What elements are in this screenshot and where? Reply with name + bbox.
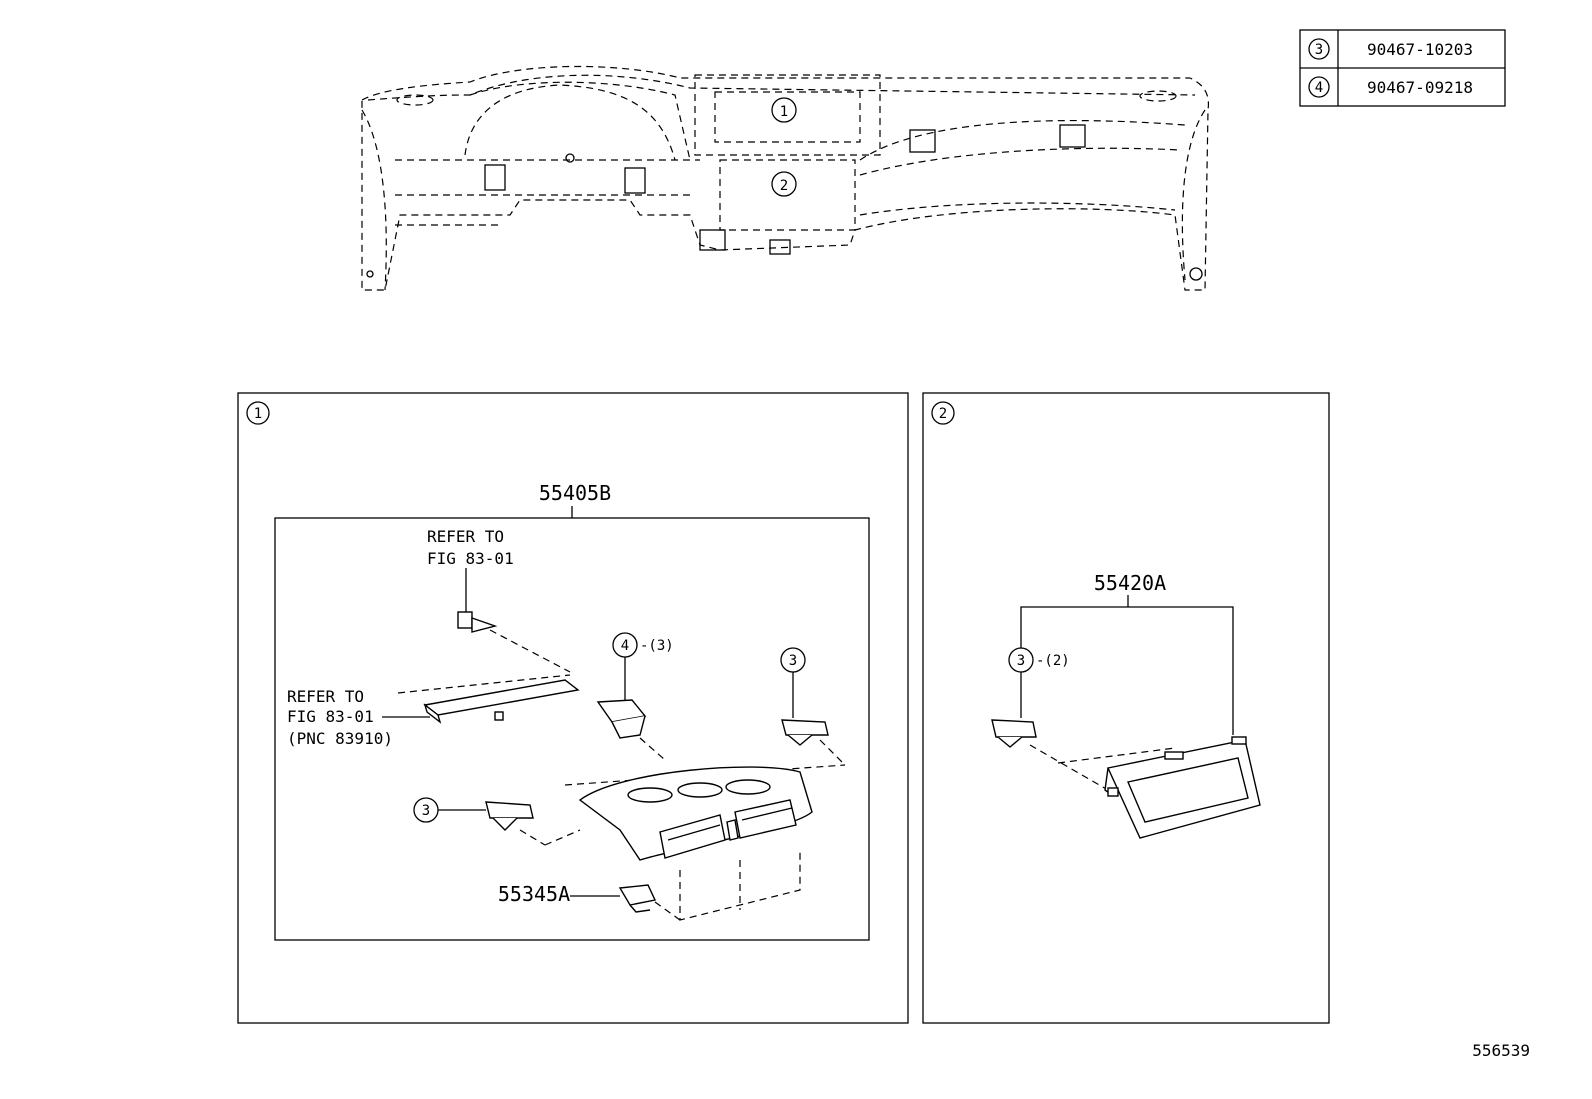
clip4-ref: 4 — [621, 638, 629, 654]
refer-top-line2: FIG 83-01 — [427, 549, 514, 568]
overview-callout-1-circle — [771, 97, 797, 123]
screw-drawing — [457, 611, 498, 633]
panel2-clip3-ref: 3 — [1017, 653, 1025, 669]
overview-callout-2-circle — [771, 171, 797, 197]
legend-ref-3: 3 — [1315, 42, 1323, 58]
garnish-strip-drawing — [423, 679, 580, 724]
detail-panel-2: 2 55420A 3 -(2) — [922, 392, 1330, 1024]
legend-table: 3 90467-10203 4 90467-09218 — [1299, 29, 1506, 107]
panel2-clip3-qty: -(2) — [1036, 653, 1070, 669]
legend-part-4: 90467-09218 — [1367, 78, 1473, 97]
legend-ref-4-circle — [1308, 76, 1330, 98]
legend-ref-4: 4 — [1315, 80, 1323, 96]
assembly-label-55405B: 55405B — [539, 481, 611, 505]
center-display-area — [719, 159, 856, 231]
dashboard-overview-drawing: 1 2 — [361, 65, 1210, 291]
assembly-label-55420A: 55420A — [1094, 571, 1166, 595]
assembly-55405B-box — [274, 517, 870, 941]
clip-label-55345A: 55345A — [498, 882, 570, 906]
clip3-left-ref: 3 — [422, 803, 430, 819]
refer-left-line3: (PNC 83910) — [287, 729, 393, 748]
legend-ref-3-circle — [1308, 38, 1330, 60]
center-register-drawing — [544, 764, 846, 861]
panel-1-frame — [237, 392, 909, 1024]
panel-2-ref: 2 — [939, 406, 947, 422]
legend-part-3: 90467-10203 — [1367, 40, 1473, 59]
display-bezel-drawing — [1104, 736, 1261, 839]
panel-2-frame — [922, 392, 1330, 1024]
clip3-right-drawing — [781, 719, 829, 746]
clip4-drawing — [596, 699, 647, 739]
panel-1-ref: 1 — [254, 406, 262, 422]
panel2-clip3-drawing — [991, 719, 1037, 748]
refer-left-line2: FIG 83-01 — [287, 707, 374, 726]
overview-callout-2: 2 — [780, 178, 788, 194]
clip3-right-ref: 3 — [789, 653, 797, 669]
refer-top-line1: REFER TO — [427, 527, 504, 546]
clip3-left-drawing — [485, 801, 534, 831]
figure-id: 556539 — [1472, 1041, 1530, 1060]
clip4-qty: -(3) — [640, 638, 674, 654]
detail-panel-1: 1 55405B REFER TO FIG 83-01 REFER TO FIG… — [237, 392, 909, 1024]
refer-left-line1: REFER TO — [287, 687, 364, 706]
overview-callout-1: 1 — [780, 104, 788, 120]
clip-55345A-drawing — [618, 884, 657, 913]
